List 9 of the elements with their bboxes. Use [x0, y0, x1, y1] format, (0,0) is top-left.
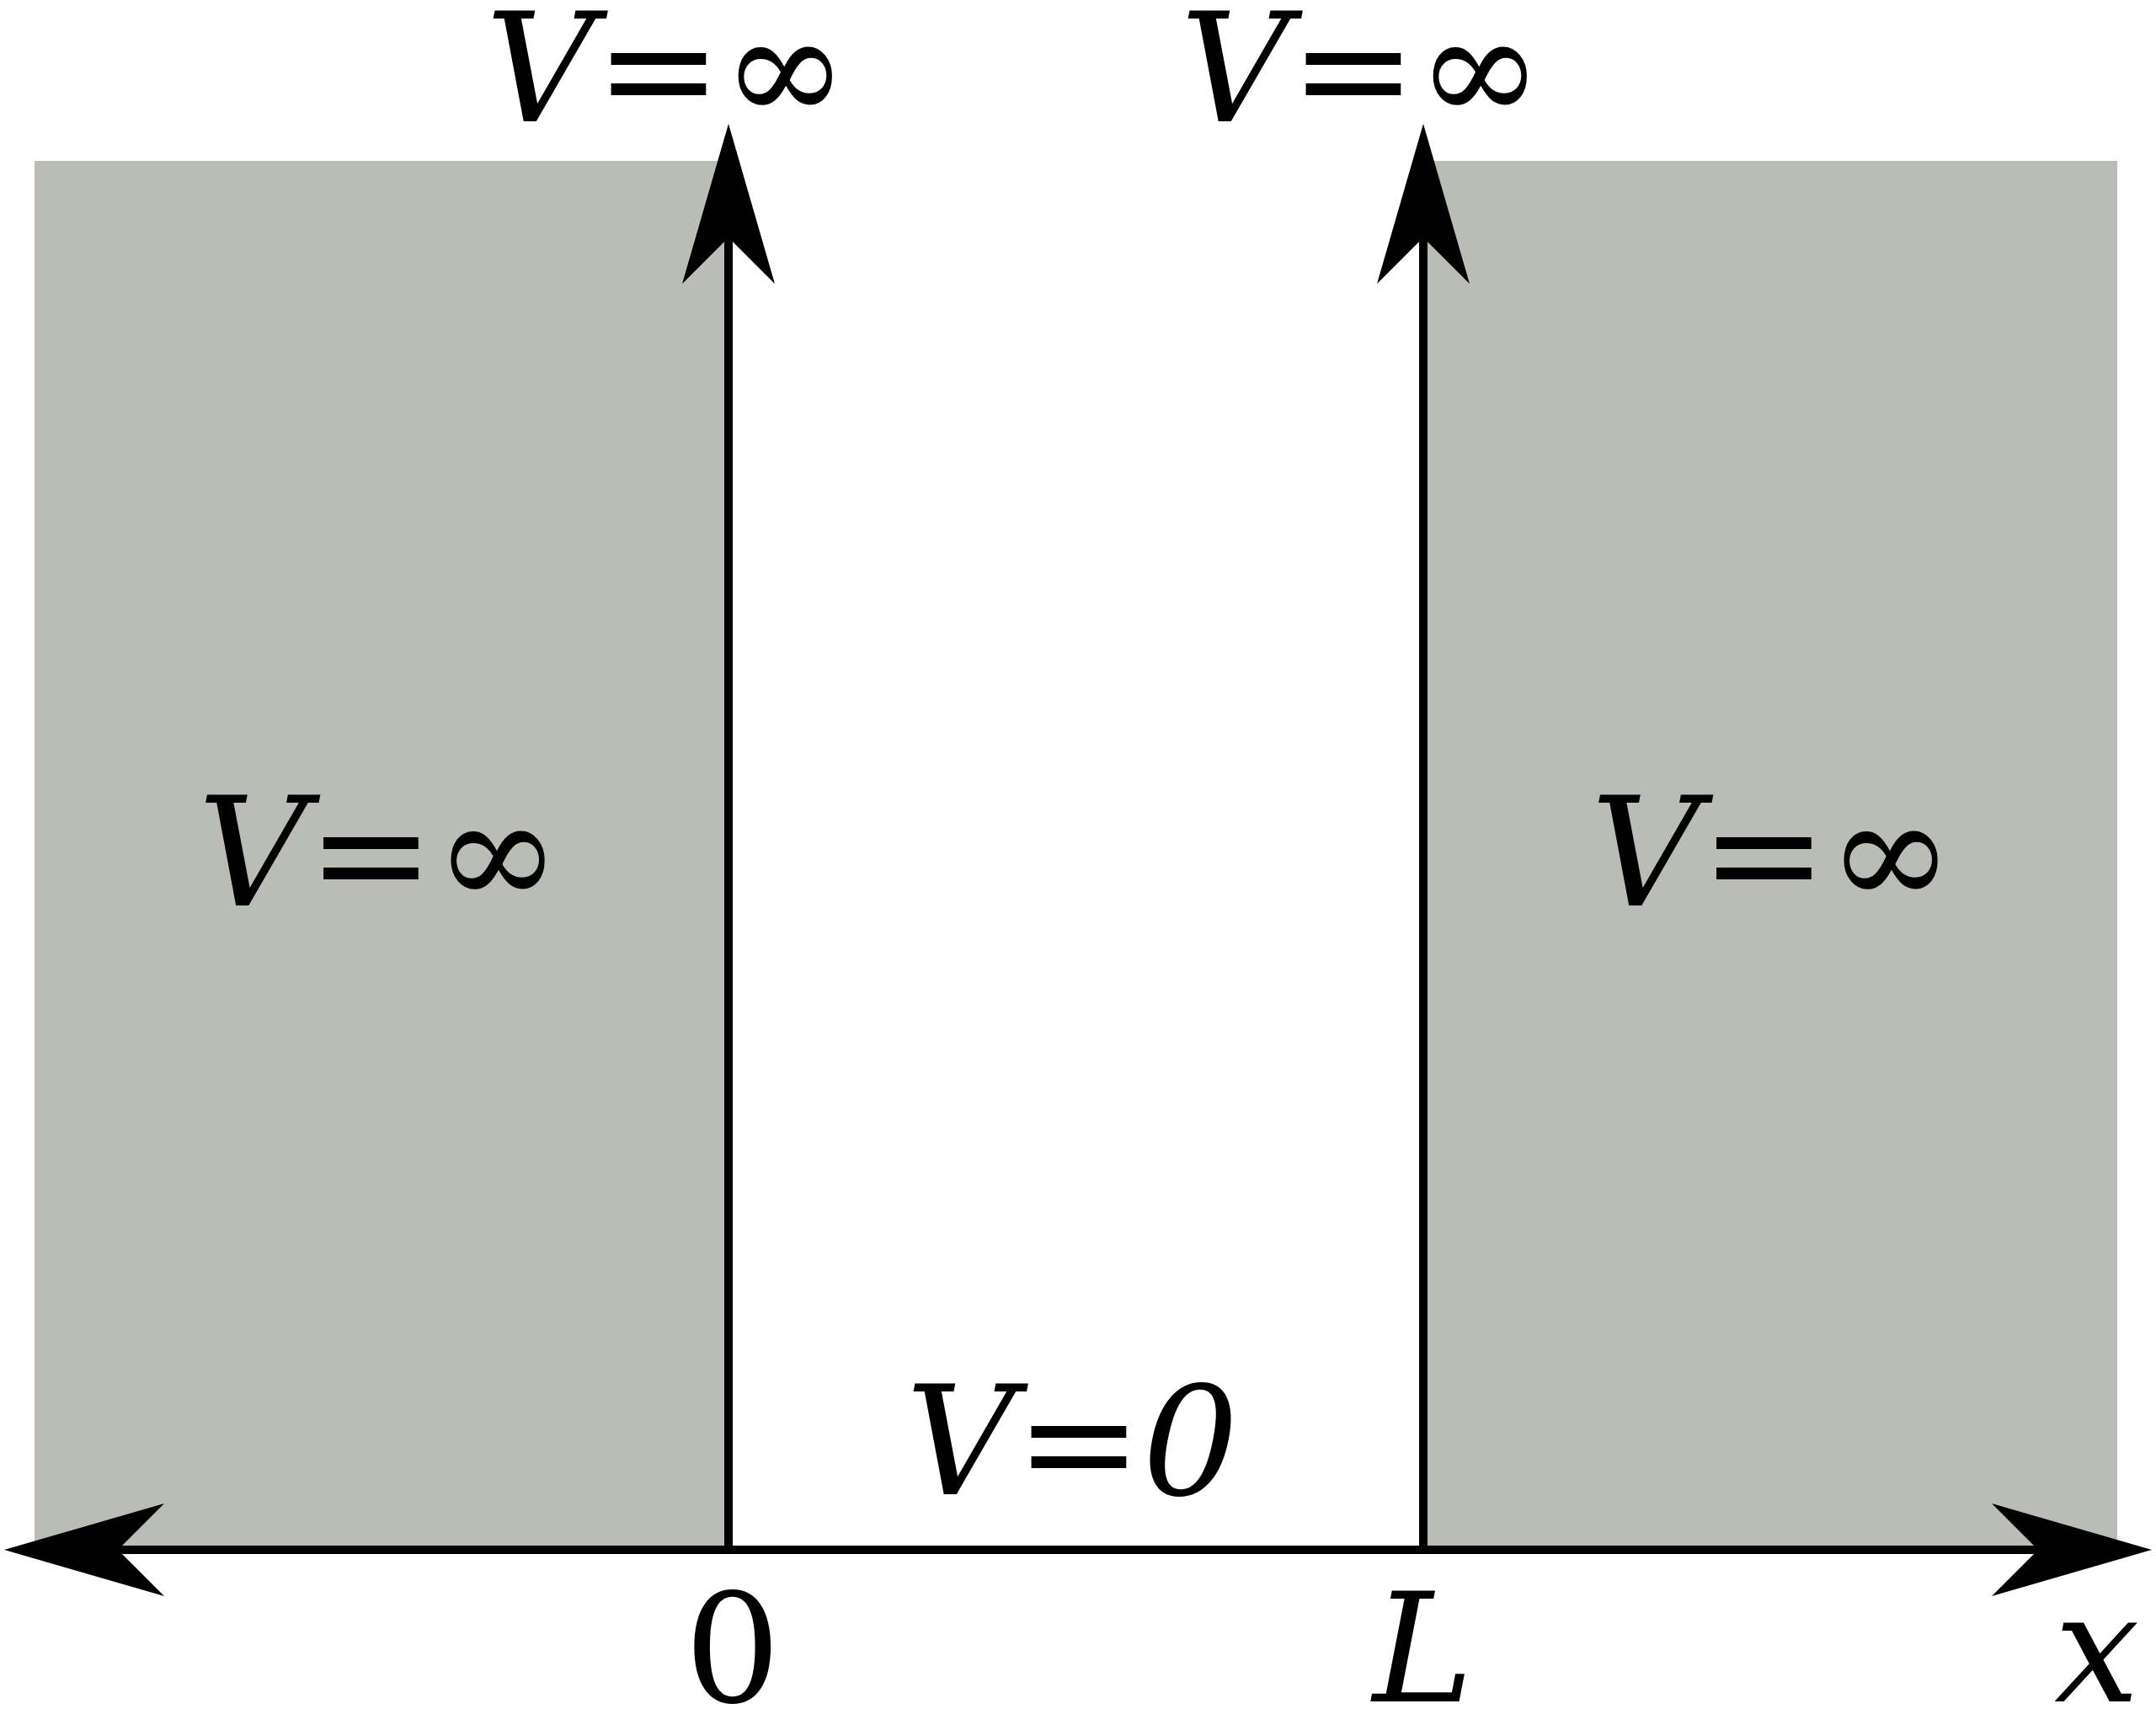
potential-label: V=0	[905, 1366, 1239, 1518]
potential-label: V=∞	[485, 0, 849, 145]
axis-label: x	[2054, 1573, 2140, 1725]
potential-label: V=∞	[1591, 777, 1954, 929]
potential-label: V=∞	[198, 777, 561, 929]
potential-wall-region	[1428, 161, 2117, 1546]
axis-tick-label: 0	[684, 1573, 782, 1725]
potential-wall-region	[35, 161, 724, 1546]
potential-label: V=∞	[1180, 0, 1544, 145]
